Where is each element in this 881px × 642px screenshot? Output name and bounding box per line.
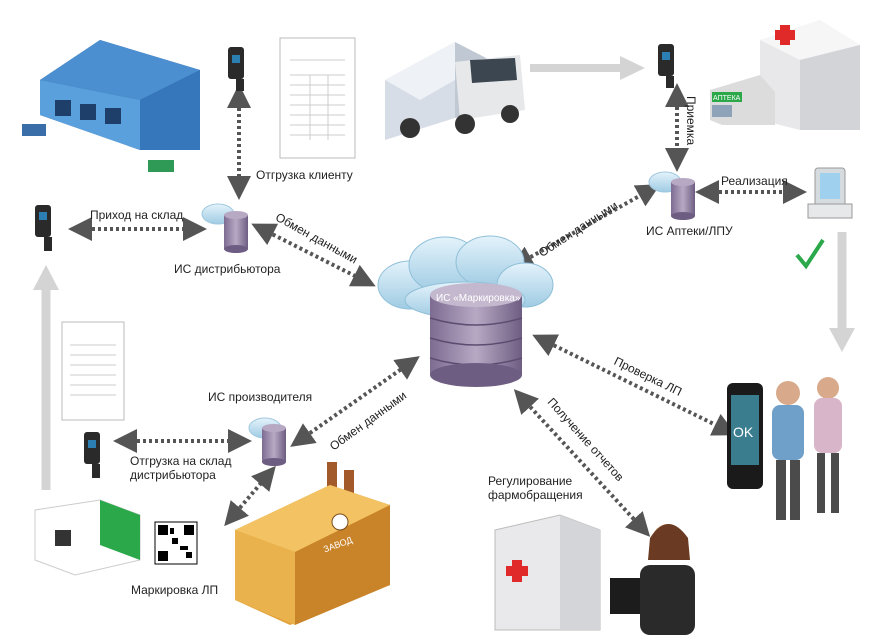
factory-icon [235,462,390,625]
label-is-manufacturer: ИС производителя [208,390,313,404]
shipment-document-icon [61,321,125,421]
woman-icon [814,377,842,513]
left-up-arrow [33,265,59,490]
scanner-icon-pharmacy [658,44,674,88]
central-marking-is-icon [377,235,554,387]
qr-code-icon [154,521,198,565]
right-down-arrow [829,232,855,352]
label-marking-lp: Маркировка ЛП [131,583,219,597]
dotted-arrows [68,83,807,537]
warehouse-icon [22,40,200,172]
smartphone-icon [727,383,763,489]
distributor-is-icon [201,203,248,253]
label-realization: Реализация [721,174,788,188]
truck-flow-arrow [530,56,645,80]
medicine-box-icon [34,499,141,576]
scanner-icon-bottom [84,432,100,478]
manufacturer-is-icon [248,417,286,466]
label-acceptance: Приемка [684,96,698,146]
pharmacy-sign-text: АПТЕКА [713,95,741,102]
label-shipment-to-client: Отгрузка клиенту [256,168,353,182]
truck-icon [385,42,525,140]
scanner-icon-top [228,47,244,91]
pos-terminal-icon [807,167,853,219]
label-arrival-warehouse: Приход на склад [90,208,184,222]
scanner-icon-left [35,205,52,251]
check-icon [795,238,825,270]
label-is-pharmacy: ИС Аптеки/ЛПУ [646,224,733,238]
operator-icon [610,524,695,635]
pharmacy-hospital-icon [710,20,860,130]
man-icon [772,381,804,520]
label-regulation: Регулирование фармобращения [488,474,583,502]
regulator-building-icon [494,514,601,631]
label-is-distributor: ИС дистрибьютора [174,262,281,276]
label-is-marking: ИС «Маркировка» [436,293,521,304]
phone-ok-text: OK [733,424,754,440]
invoice-document-icon [279,37,356,159]
pharmacy-is-icon [648,171,695,220]
label-shipment-to-distributor: Отгрузка на склад дистрибьютора [130,454,232,482]
